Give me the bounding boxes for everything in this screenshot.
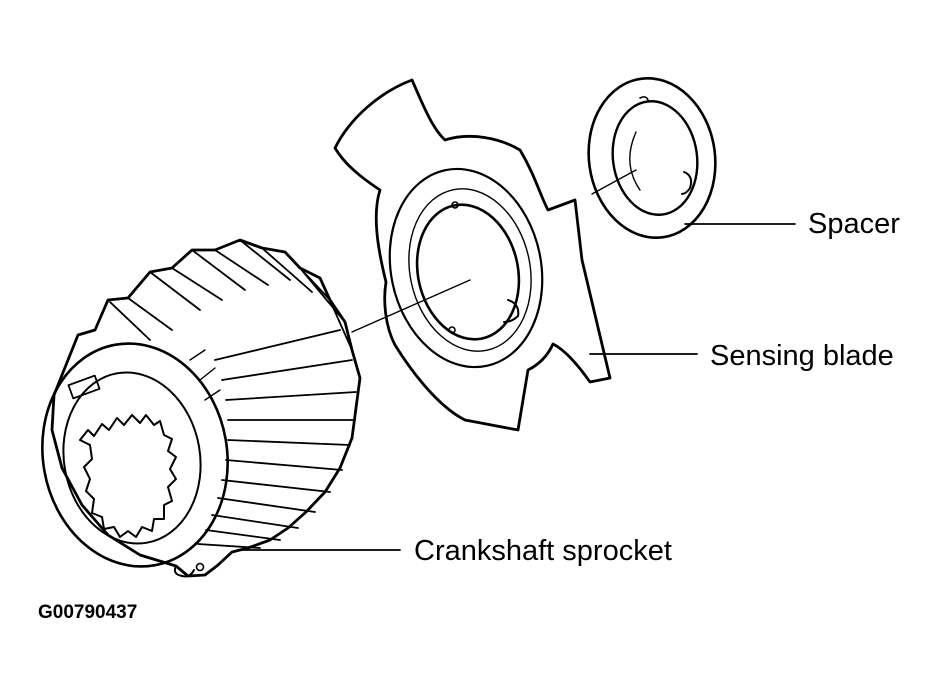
spacer-label: Spacer (808, 208, 900, 240)
sensing-blade-label: Sensing blade (710, 340, 894, 372)
sensing-blade-part (333, 78, 612, 432)
crankshaft-sprocket-part (41, 238, 362, 578)
spacer-part (587, 76, 717, 240)
figure-id: G00790437 (38, 602, 138, 623)
assembly-axis-line (351, 169, 637, 333)
crankshaft-sprocket-label: Crankshaft sprocket (414, 535, 672, 567)
